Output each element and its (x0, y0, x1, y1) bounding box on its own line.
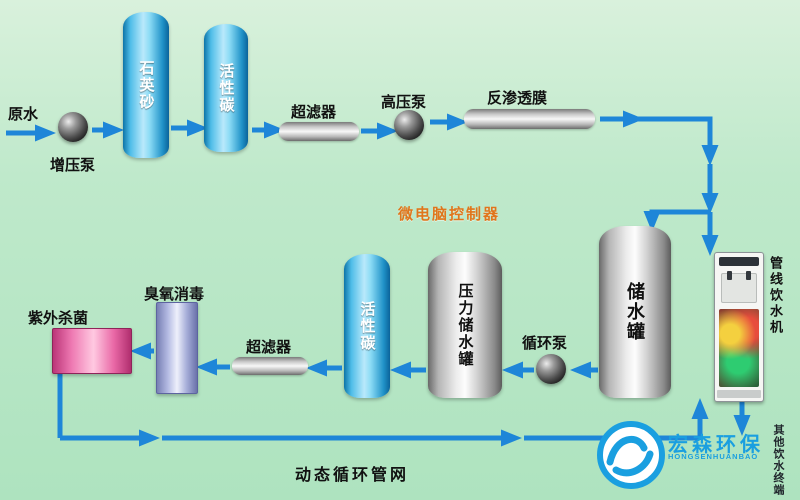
circulation-pump (536, 354, 566, 384)
dispenser-photo-panel (719, 309, 759, 387)
microcomputer-controller-label: 微电脑控制器 (398, 206, 501, 223)
activated-carbon-column-bottom: 活性碳 (344, 254, 390, 398)
quartz-sand-label: 石英砂 (137, 59, 155, 111)
network-label: 动态循环管网 (295, 467, 410, 484)
activated-carbon-bottom-label: 活性碳 (358, 300, 376, 352)
circulation-pump-label: 循环泵 (522, 335, 568, 352)
ro-membrane-label: 反渗透膜 (487, 90, 548, 107)
pipeline-dispenser-label: 管线饮水机 (768, 256, 783, 336)
pressure-storage-tank: 压力储水罐 (428, 252, 502, 398)
logo-romanized: HONGSENHUANBAO (668, 452, 759, 461)
quartz-sand-column: 石英砂 (123, 12, 169, 158)
uv-label: 紫外杀菌 (28, 310, 89, 327)
storage-tank-label: 储水罐 (625, 282, 645, 342)
other-terminals-label: 其他饮水终端 (772, 424, 784, 496)
booster-pump-label: 增压泵 (50, 157, 96, 174)
activated-carbon-top-label: 活性碳 (217, 62, 235, 114)
ro-membrane-cylinder (464, 109, 595, 129)
logo-name: 宏森环保 (668, 434, 764, 456)
pipeline-water-dispenser (714, 252, 764, 402)
pipe-right-down-1 (632, 116, 719, 166)
storage-tank: 储水罐 (599, 226, 671, 398)
high-pressure-pump-label: 高压泵 (381, 94, 427, 111)
ultrafilter-top-cylinder (279, 122, 359, 141)
ultrafilter-top-label: 超滤器 (291, 104, 337, 121)
dispenser-tap-right (746, 271, 751, 280)
ozone-label: 臭氧消毒 (144, 286, 205, 303)
dispenser-base (717, 390, 761, 398)
raw-water-label: 原水 (8, 106, 39, 123)
dispenser-display (719, 257, 759, 266)
ultrafilter-bottom-label: 超滤器 (246, 339, 292, 356)
pipe-branch-to-tank (643, 209, 710, 232)
booster-pump (58, 112, 88, 142)
dispenser-tap-left (727, 271, 732, 280)
ozone-unit (156, 302, 198, 394)
pressure-tank-label: 压力储水罐 (456, 282, 474, 368)
activated-carbon-column-top: 活性碳 (204, 24, 248, 152)
uv-unit (52, 328, 132, 374)
high-pressure-pump (394, 110, 424, 140)
ultrafilter-bottom-cylinder (232, 357, 308, 375)
hongsen-logo-icon (597, 421, 665, 489)
